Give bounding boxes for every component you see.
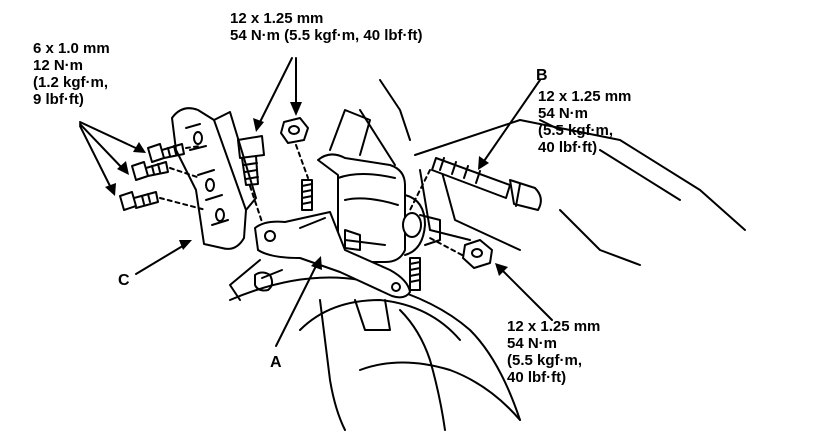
callout-line: 12 x 1.25 mm bbox=[507, 318, 601, 335]
transmission-mount bbox=[317, 109, 441, 263]
part-label-b: B bbox=[536, 67, 548, 84]
callout-line: (1.2 kgf·m, bbox=[33, 74, 109, 91]
callout-line: 12 x 1.25 mm bbox=[230, 10, 324, 27]
bracket-c bbox=[171, 107, 257, 250]
callout-line: 12 x 1.25 mm bbox=[538, 88, 632, 105]
leader-lines bbox=[79, 57, 553, 347]
callout-line: 12 N·m bbox=[33, 57, 84, 74]
engine-block-outline bbox=[229, 259, 521, 431]
bracket-a bbox=[254, 211, 411, 299]
flange-nut-top bbox=[280, 117, 309, 179]
callout-right-b: 12 x 1.25 mm 54 N·m (5.5 kgf·m, 40 lbf·f… bbox=[538, 88, 631, 156]
flange-nut-right bbox=[429, 237, 493, 269]
callout-line: 6 x 1.0 mm bbox=[33, 40, 110, 57]
stud-bolts bbox=[301, 179, 421, 291]
callout-bottom-right: 12 x 1.25 mm 54 N·m (5.5 kgf·m, 40 lbf·f… bbox=[507, 318, 600, 386]
callout-top-center: 12 x 1.25 mm 54 N·m (5.5 kgf·m, 40 lbf·f… bbox=[230, 10, 423, 44]
flange-bolt-top bbox=[237, 135, 265, 223]
callout-line: (5.5 kgf·m, bbox=[507, 352, 583, 369]
part-label-a: A bbox=[270, 354, 282, 371]
callout-line: 54 N·m bbox=[538, 105, 589, 122]
callout-line: 54 N·m (5.5 kgf·m, 40 lbf·ft) bbox=[230, 27, 423, 44]
frame-outline bbox=[359, 79, 746, 266]
callout-line: 9 lbf·ft) bbox=[33, 91, 84, 108]
leader-arrowheads bbox=[105, 102, 508, 276]
part-label-c: C bbox=[118, 272, 130, 289]
callout-top-left: 6 x 1.0 mm 12 N·m (1.2 kgf·m, 9 lbf·ft) bbox=[33, 40, 110, 108]
bracket-c-bolts bbox=[119, 143, 207, 211]
callout-line: (5.5 kgf·m, bbox=[538, 122, 614, 139]
callout-line: 54 N·m bbox=[507, 335, 558, 352]
through-bolt-b bbox=[409, 157, 542, 211]
callout-line: 40 lbf·ft) bbox=[507, 369, 567, 386]
callout-line: 40 lbf·ft) bbox=[538, 139, 598, 156]
